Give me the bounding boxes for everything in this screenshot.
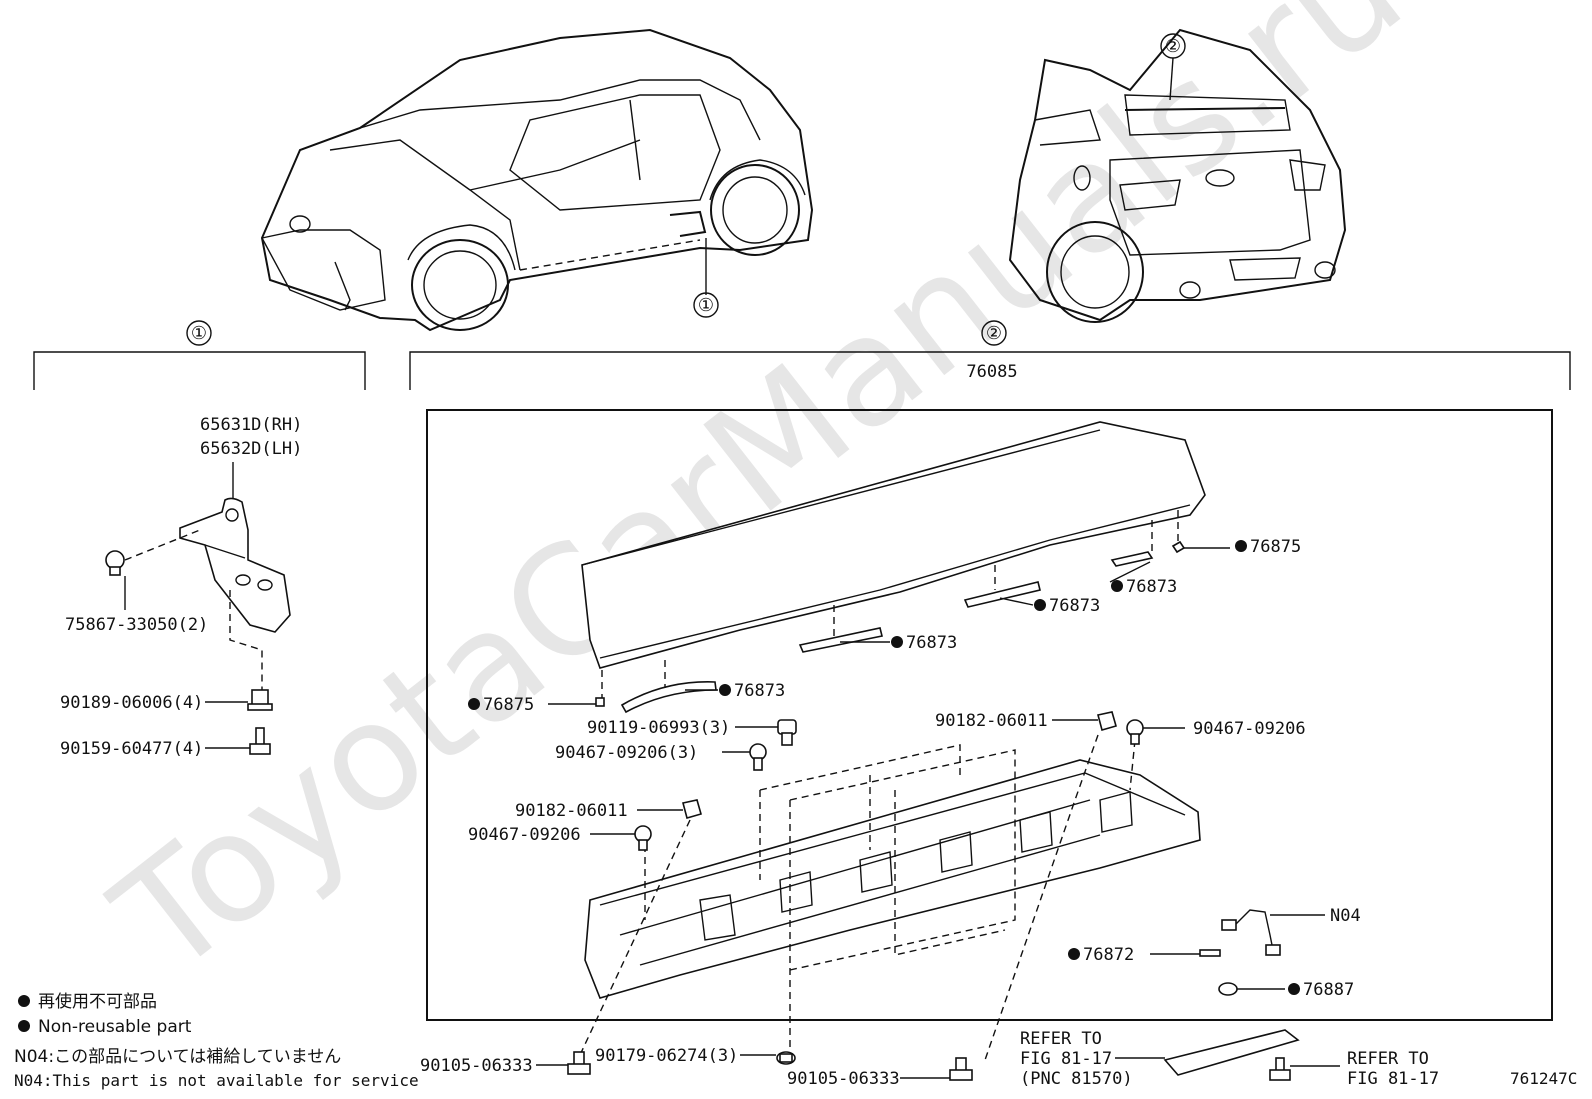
refer2-line2: FIG 81-17: [1347, 1069, 1439, 1089]
refer1-line1: REFER TO: [1020, 1029, 1102, 1049]
clip-90119-icon: [777, 719, 797, 746]
svg-text:①: ①: [191, 323, 207, 344]
p76875-left-label: 76875: [483, 695, 534, 715]
legend-dot-icon: [18, 1020, 30, 1032]
screw-90467-left-label: 90467-09206: [468, 825, 581, 845]
tape-76872: [1199, 949, 1221, 957]
seal-76873-d: [1110, 551, 1154, 567]
side-bracket: [179, 497, 291, 633]
grommet-76887: [1218, 982, 1238, 996]
nut-90189-label: 90189-06006(4): [60, 693, 203, 713]
legend-en-n04: N04:This part is not available for servi…: [14, 1071, 419, 1090]
p76873-d-label: 76873: [1126, 577, 1177, 597]
nonreusable-dot-icon: [1288, 983, 1300, 995]
screw-90467-3-icon: [749, 743, 767, 771]
nonreusable-dot-icon: [719, 684, 731, 696]
p76875-right-label: 76875: [1250, 537, 1301, 557]
screw-90467-3-label: 90467-09206(3): [555, 743, 698, 763]
bolt-90105-mid-icon: [949, 1057, 973, 1081]
p76873-a-label: 76873: [734, 681, 785, 701]
clip-90182-right-label: 90182-06011: [935, 711, 1048, 731]
assembly-frame: [426, 409, 1553, 1021]
legend-en-nonreusable: Non-reusable part: [38, 1017, 192, 1037]
clip-90179-label: 90179-06274(3): [595, 1046, 738, 1066]
high-mount-stop-lamp: [1163, 1029, 1300, 1076]
screw-90467-right-label: 90467-09206: [1193, 719, 1306, 739]
clip-90119-label: 90119-06993(3): [587, 718, 730, 738]
seal-76873-a: [620, 681, 717, 714]
n04-label: N04: [1330, 906, 1361, 926]
group-1-header: ①: [33, 320, 366, 390]
svg-text:②: ②: [1165, 36, 1181, 57]
clip-90179-icon: [776, 1051, 796, 1065]
callout-1-front: ①: [693, 238, 719, 318]
clip-90182-right-icon: [1097, 711, 1117, 731]
screw-90159-icon: [249, 727, 271, 755]
svg-text:②: ②: [986, 323, 1002, 344]
figure-id: 761247C: [1510, 1069, 1577, 1088]
nonreusable-dot-icon: [1068, 948, 1080, 960]
assembly-number: 76085: [966, 362, 1017, 382]
legend-dot-icon: [18, 995, 30, 1007]
refer1-line2: FIG 81-17: [1020, 1049, 1112, 1069]
bolt-90105-left-label: 90105-06333: [420, 1056, 533, 1076]
screw-90159-label: 90159-60477(4): [60, 739, 203, 759]
clip-90182-left-icon: [682, 799, 702, 819]
rear-spoiler-upper: [581, 421, 1206, 669]
bolt-90105-left-icon: [567, 1051, 591, 1075]
screw-90467-left-icon: [634, 825, 652, 851]
wire-harness-n04: [1221, 909, 1281, 956]
bolt-90105-mid-label: 90105-06333: [787, 1069, 900, 1089]
nonreusable-dot-icon: [891, 636, 903, 648]
nonreusable-dot-icon: [1034, 599, 1046, 611]
pad-76875-right: [1171, 540, 1186, 554]
bracket-lh-label: 65632D(LH): [200, 439, 302, 459]
screw-refer2-icon: [1269, 1057, 1291, 1081]
car-rear-illustration: [1008, 28, 1347, 323]
p76873-b-label: 76873: [906, 633, 957, 653]
p76887-label: 76887: [1303, 980, 1354, 1000]
screw-75867-icon: [105, 550, 125, 576]
refer1-line3: (PNC 81570): [1020, 1069, 1133, 1089]
group-2-header: ② 76085: [409, 320, 1571, 390]
nonreusable-dot-icon: [468, 698, 480, 710]
nut-90189-icon: [247, 689, 273, 711]
seal-76873-b: [798, 627, 883, 653]
screw-90467-right-icon: [1126, 719, 1144, 745]
nonreusable-dot-icon: [1235, 540, 1247, 552]
rear-spoiler-lower-panel: [584, 759, 1201, 999]
seal-76873-c: [963, 581, 1041, 608]
callout-2-rear: ②: [1160, 33, 1186, 101]
car-front-illustration: [260, 28, 814, 332]
refer2-line1: REFER TO: [1347, 1049, 1429, 1069]
screw-75867-label: 75867-33050(2): [65, 615, 208, 635]
p76872-label: 76872: [1083, 945, 1134, 965]
legend-jp-nonreusable: 再使用不可部品: [38, 991, 157, 1012]
pad-76875-left: [595, 697, 605, 707]
p76873-c-label: 76873: [1049, 596, 1100, 616]
bracket-rh-label: 65631D(RH): [200, 415, 302, 435]
svg-text:①: ①: [698, 295, 714, 316]
clip-90182-left-label: 90182-06011: [515, 801, 628, 821]
nonreusable-dot-icon: [1111, 580, 1123, 592]
legend-jp-n04: N04:この部品については補給していません: [14, 1047, 341, 1067]
